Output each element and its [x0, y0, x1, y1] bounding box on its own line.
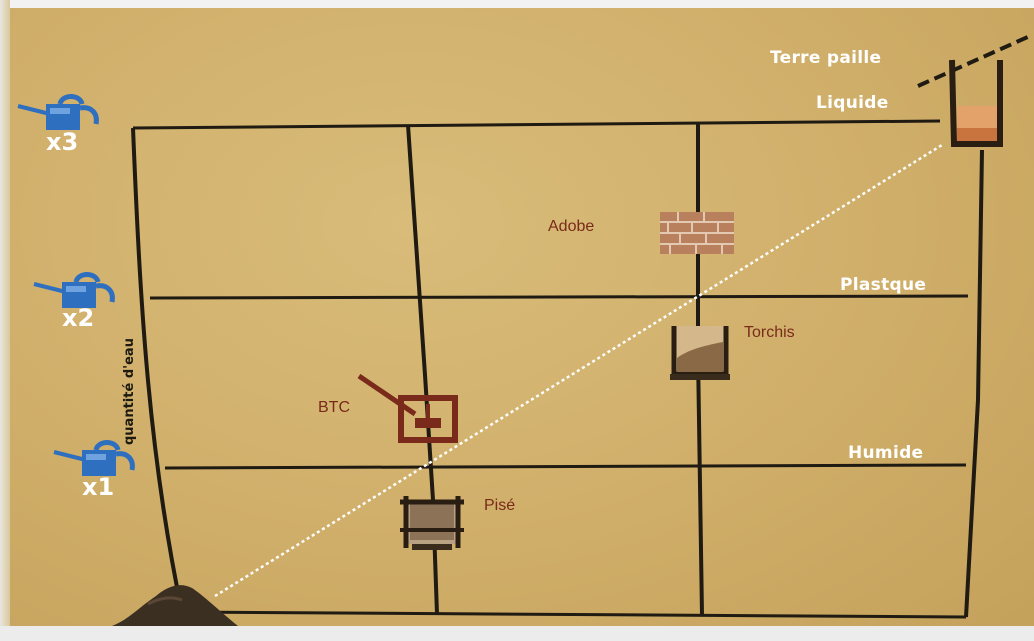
pise-label: Pisé — [484, 497, 516, 514]
water-level-x3-label: x3 — [46, 128, 79, 156]
water-level-x2-label: x2 — [62, 304, 95, 332]
grid-hline-plastique — [149, 294, 969, 300]
photo-edge-left — [0, 0, 10, 641]
liquid-container-icon — [949, 59, 1003, 147]
y-axis-label: quantité d'eau — [122, 338, 137, 445]
btc-label: BTC — [318, 399, 350, 416]
rammed-earth-formwork-icon — [400, 496, 464, 550]
water-content-diagonal — [214, 143, 943, 598]
torchis-container-icon — [670, 326, 730, 380]
grid-bottom-border — [181, 610, 967, 619]
grid-hline-humide — [164, 463, 967, 470]
grid-right-border — [964, 149, 984, 618]
watering-can-icon — [17, 94, 99, 130]
grid-top-border — [132, 119, 941, 130]
brick-wall-icon — [660, 212, 734, 254]
terre-paille-label: Terre paille — [770, 48, 882, 68]
liquide-label: Liquide — [816, 93, 889, 113]
adobe-label: Adobe — [548, 218, 595, 235]
terre-paille-dash — [917, 34, 1031, 88]
torchis-label: Torchis — [744, 324, 795, 341]
grid-left-border — [131, 127, 184, 613]
watering-can-icon — [33, 272, 115, 308]
plastique-label: Plastque — [840, 275, 927, 295]
soil-pile-icon — [112, 585, 238, 626]
photo-edge-bottom — [0, 626, 1034, 641]
watering-can-icon — [53, 440, 135, 476]
press-machine-icon — [357, 373, 458, 443]
humide-label: Humide — [848, 443, 924, 463]
water-level-x1-label: x1 — [82, 473, 115, 501]
photo-edge-top — [0, 0, 1034, 8]
